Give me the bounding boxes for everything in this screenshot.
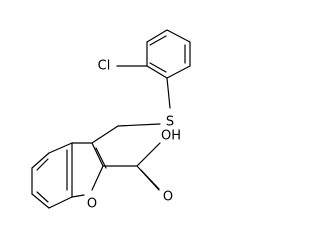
bond bbox=[91, 165, 104, 191]
bond bbox=[36, 158, 49, 171]
chlorophenyl-ring bbox=[146, 29, 191, 79]
hydroxyl-label: OH bbox=[161, 129, 181, 144]
bond bbox=[48, 142, 73, 154]
bond bbox=[31, 152, 50, 169]
bond bbox=[149, 35, 167, 46]
bond bbox=[136, 142, 161, 167]
bond bbox=[146, 29, 168, 43]
bond bbox=[95, 147, 107, 169]
bond bbox=[166, 29, 191, 43]
bond bbox=[91, 142, 104, 167]
carboxylic-acid-group bbox=[102, 142, 161, 191]
bond bbox=[71, 194, 85, 198]
structure-diagram: Cl S OH O O bbox=[31, 29, 191, 212]
bond-s-ch2 bbox=[117, 123, 161, 127]
bond bbox=[31, 193, 50, 209]
bond bbox=[166, 65, 191, 79]
bond bbox=[140, 169, 160, 190]
ring-oxygen-label: O bbox=[87, 197, 97, 212]
furan-ring bbox=[71, 142, 107, 198]
bond bbox=[48, 196, 73, 209]
bond-ch2-c3 bbox=[91, 125, 119, 144]
bond-c-s bbox=[166, 77, 171, 109]
benzene-ring bbox=[31, 142, 73, 209]
chlorine-label: Cl bbox=[98, 59, 111, 74]
sulfur-label: S bbox=[166, 115, 174, 130]
bond bbox=[149, 62, 167, 73]
molecule-drawing: Cl S OH O O bbox=[31, 29, 191, 212]
bond bbox=[36, 191, 49, 203]
bond bbox=[146, 65, 168, 79]
carbonyl-oxygen-label: O bbox=[163, 190, 173, 205]
